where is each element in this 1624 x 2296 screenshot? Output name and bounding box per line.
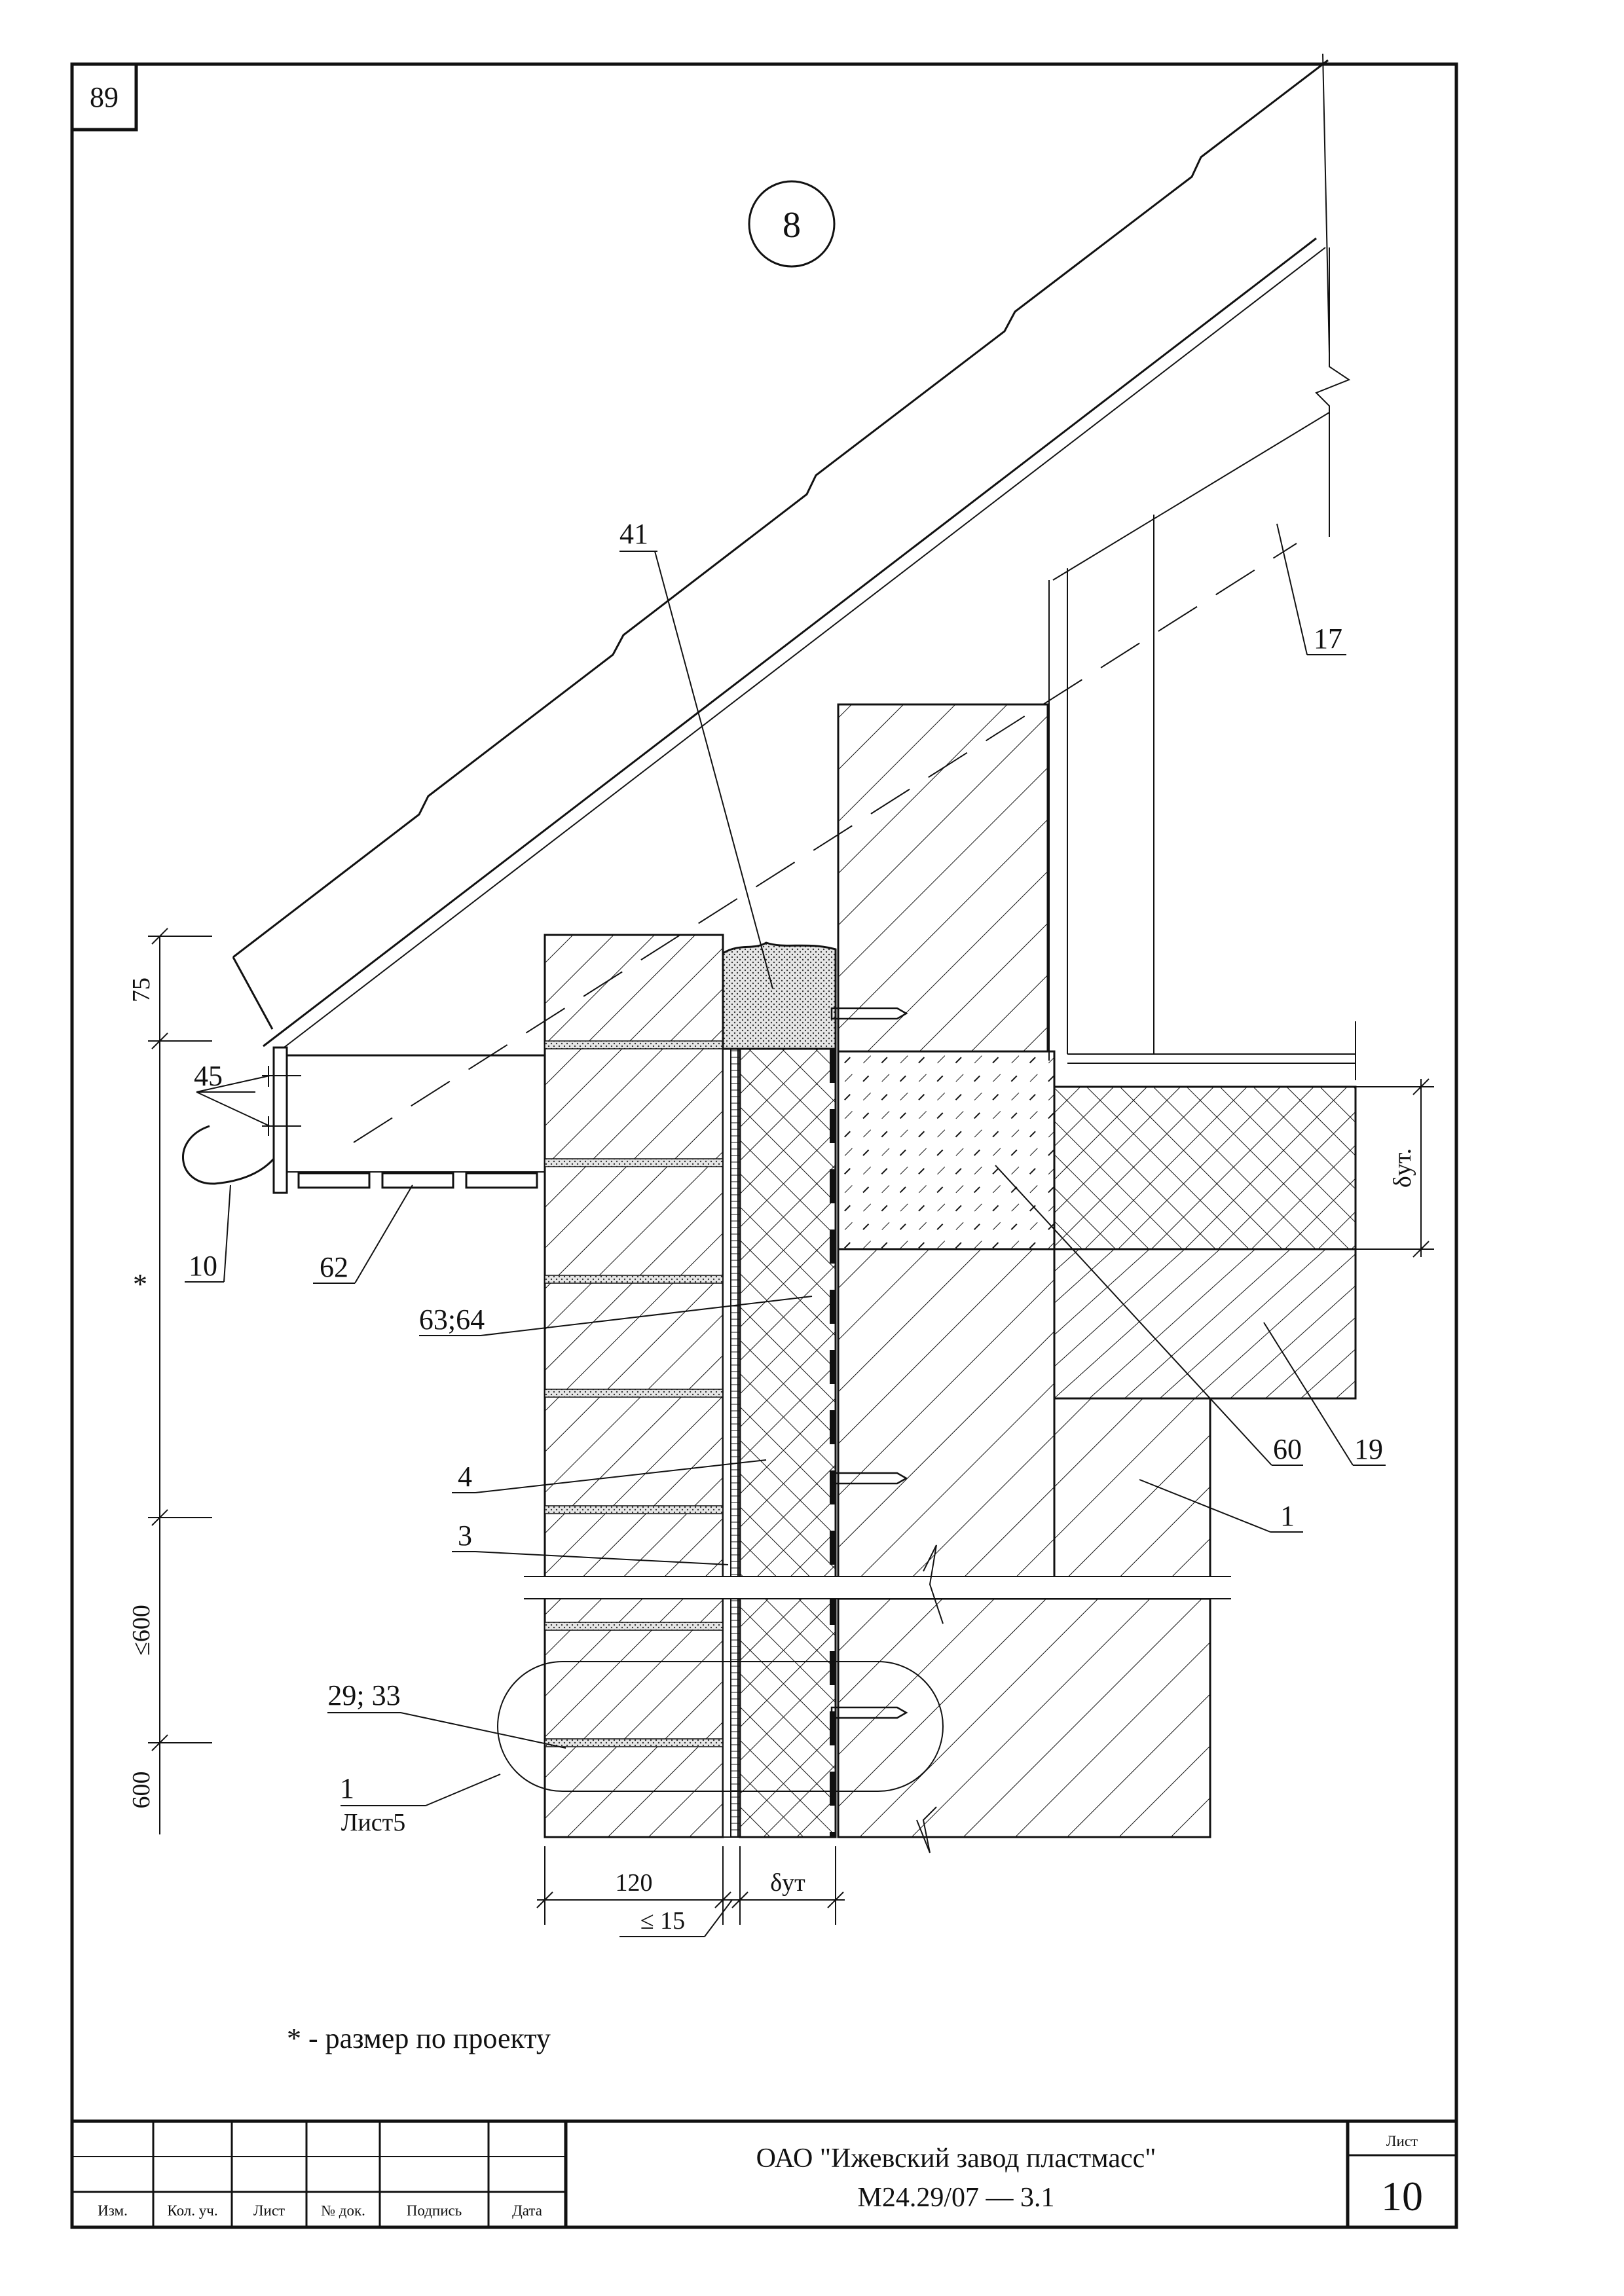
leader-lines <box>185 523 1386 1806</box>
tb-sheet-number: 10 <box>1381 2173 1423 2219</box>
callout-60: 60 <box>1273 1433 1302 1465</box>
callout-19: 19 <box>1354 1433 1383 1465</box>
dim-delta-bottom: δут <box>770 1869 805 1897</box>
callout-3: 3 <box>458 1520 472 1552</box>
callout-62: 62 <box>320 1251 348 1283</box>
node-marker: 8 <box>748 180 836 268</box>
dim-delta-right: δут. <box>1389 1148 1416 1188</box>
callout-17: 17 <box>1314 623 1342 655</box>
dim-star: * <box>133 1268 147 1300</box>
callout-45: 45 <box>194 1060 223 1092</box>
dim-75: 75 <box>128 977 155 1002</box>
tb-header-doc: № док. <box>321 2202 365 2219</box>
anchor-bolts <box>830 1007 908 1719</box>
dim-120: 120 <box>616 1869 653 1897</box>
callout-41: 41 <box>619 518 648 550</box>
tb-organization: ОАО "Ижевский завод пластмасс" <box>756 2143 1156 2174</box>
title-block: Изм. Кол. уч. Лист № док. Подпись Дата О… <box>72 2119 1456 2227</box>
dim-15: ≤ 15 <box>640 1907 685 1935</box>
callout-63-64: 63;64 <box>419 1303 485 1336</box>
callout-4: 4 <box>458 1461 472 1493</box>
tb-sheet-label: Лист <box>1386 2133 1418 2149</box>
callout-29-33: 29; 33 <box>327 1679 400 1711</box>
roof <box>232 53 1356 1143</box>
sheet-frame <box>70 62 1458 2229</box>
tb-doc-code: М24.29/07 — 3.1 <box>857 2183 1054 2213</box>
dimension-lines <box>148 928 1434 1937</box>
masonry-wall <box>182 703 1357 1853</box>
callout-1-ref-sheet: Лист5 <box>341 1809 406 1836</box>
node-number: 8 <box>783 205 801 246</box>
tb-header-kol: Кол. уч. <box>167 2202 217 2219</box>
tb-header-izm: Изм. <box>98 2202 128 2219</box>
dim-600-max: ≤600 <box>128 1605 155 1656</box>
callout-10: 10 <box>189 1250 217 1282</box>
footnote: * - размер по проекту <box>287 2022 551 2054</box>
dim-600: 600 <box>128 1772 155 1809</box>
tb-header-data: Дата <box>512 2202 542 2219</box>
page-number: 89 <box>90 81 119 113</box>
page-number-box: 89 <box>70 62 138 132</box>
tb-header-list: Лист <box>253 2202 285 2219</box>
callout-1: 1 <box>1280 1500 1295 1532</box>
tb-header-podpis: Подпись <box>407 2202 462 2219</box>
callout-1-ref: 1 <box>340 1772 354 1804</box>
